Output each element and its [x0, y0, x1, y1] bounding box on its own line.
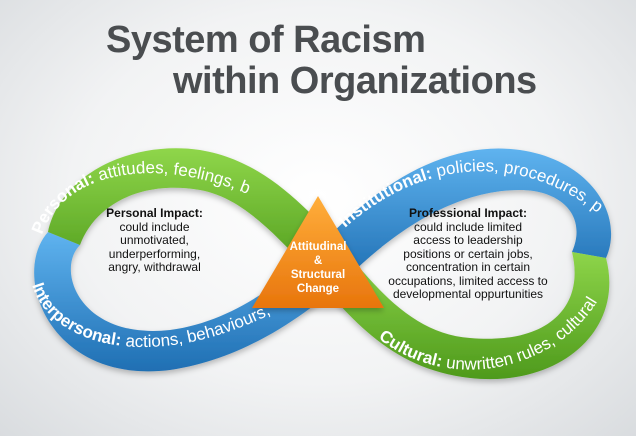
- professional-impact-body: could include limited access to leadersh…: [388, 219, 548, 301]
- title-line-2: within Organizations: [172, 60, 537, 102]
- professional-impact-heading: Professional Impact:: [408, 206, 528, 220]
- institutional-band: [318, 148, 612, 280]
- title-line-1: System of Racism: [106, 19, 425, 61]
- personal-band: [48, 148, 345, 280]
- personal-impact: Personal Impact: could include unmotivat…: [92, 206, 217, 275]
- personal-impact-heading: Personal Impact:: [106, 206, 203, 220]
- center-triangle: [252, 196, 384, 308]
- personal-impact-body: could include unmotivated, underperformi…: [108, 219, 201, 274]
- professional-impact: Professional Impact: could include limit…: [383, 206, 553, 302]
- cultural-band: [318, 250, 610, 380]
- interpersonal-band: [34, 232, 345, 372]
- center-label: Attitudinal & Structural Change: [289, 241, 347, 295]
